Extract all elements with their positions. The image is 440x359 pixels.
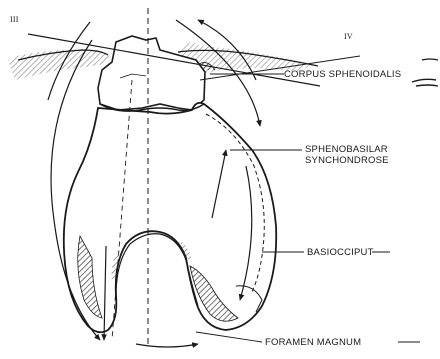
roman-numeral-iii: III [10,14,19,25]
label-spheno-line2: SYNCHONDROSE [305,155,389,166]
right-top-mark [422,59,438,60]
label-sphenobasilar-synchondrose: SPHENOBASILAR SYNCHONDROSE [305,144,389,166]
label-basiocciput: BASIOCCIPUT [307,247,374,258]
label-foramen-magnum: FORAMEN MAGNUM [265,337,361,348]
label-corpus-sphenoidalis: CORPUS SPHENOIDALIS [284,69,401,80]
basiocciput-shape [64,103,276,332]
sphenoid-wing-left [8,49,110,80]
roman-numeral-iv: IV [344,31,353,42]
label-spheno-line1: SPHENOBASILAR [305,144,389,155]
right-edge-mark [412,79,438,86]
